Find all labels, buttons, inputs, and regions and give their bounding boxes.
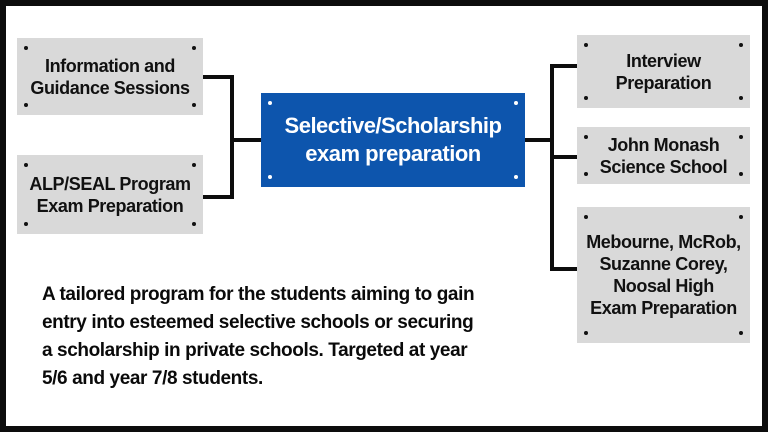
node-alp-seal-program: ALP/SEAL Program Exam Preparation — [17, 155, 203, 234]
corner-dot-icon — [584, 96, 588, 100]
corner-dot-icon — [739, 96, 743, 100]
connector-center-to-right — [525, 138, 554, 142]
corner-dot-icon — [514, 101, 518, 105]
corner-dot-icon — [192, 46, 196, 50]
corner-dot-icon — [584, 331, 588, 335]
corner-dot-icon — [584, 43, 588, 47]
corner-dot-icon — [24, 163, 28, 167]
corner-dot-icon — [514, 175, 518, 179]
connector-left-to-center — [232, 138, 261, 142]
corner-dot-icon — [739, 215, 743, 219]
corner-dot-icon — [584, 135, 588, 139]
node-information-guidance-sessions: Information and Guidance Sessions — [17, 38, 203, 115]
connector-right-vertical — [550, 64, 554, 271]
connector-left-bottom — [203, 195, 234, 199]
corner-dot-icon — [584, 215, 588, 219]
corner-dot-icon — [192, 222, 196, 226]
corner-dot-icon — [24, 103, 28, 107]
corner-dot-icon — [24, 222, 28, 226]
program-description: A tailored program for the students aimi… — [42, 284, 475, 389]
corner-dot-icon — [24, 46, 28, 50]
corner-dot-icon — [739, 43, 743, 47]
corner-dot-icon — [192, 163, 196, 167]
corner-dot-icon — [739, 135, 743, 139]
node-selective-scholarship-center: Selective/Scholarship exam preparation — [261, 93, 525, 187]
connector-right-top — [552, 64, 577, 68]
corner-dot-icon — [584, 172, 588, 176]
node-label: ALP/SEAL Program Exam Preparation — [29, 173, 191, 216]
connector-right-middle — [552, 155, 577, 159]
corner-dot-icon — [739, 172, 743, 176]
corner-dot-icon — [739, 331, 743, 335]
connector-right-bottom — [552, 267, 577, 271]
node-label: Information and Guidance Sessions — [30, 55, 190, 98]
node-interview-preparation: Interview Preparation — [577, 35, 750, 108]
node-label: Mebourne, McRob, Suzanne Corey, Noosal H… — [586, 232, 741, 318]
connector-left-top — [203, 75, 234, 79]
node-john-monash: John Monash Science School — [577, 127, 750, 184]
connector-left-vertical — [230, 75, 234, 199]
node-label: John Monash Science School — [599, 134, 728, 177]
corner-dot-icon — [268, 101, 272, 105]
node-melbourne-schools-exam-prep: Mebourne, McRob, Suzanne Corey, Noosal H… — [577, 207, 750, 343]
corner-dot-icon — [192, 103, 196, 107]
corner-dot-icon — [268, 175, 272, 179]
node-label: Selective/Scholarship exam preparation — [284, 113, 502, 166]
node-label: Interview Preparation — [615, 50, 712, 93]
